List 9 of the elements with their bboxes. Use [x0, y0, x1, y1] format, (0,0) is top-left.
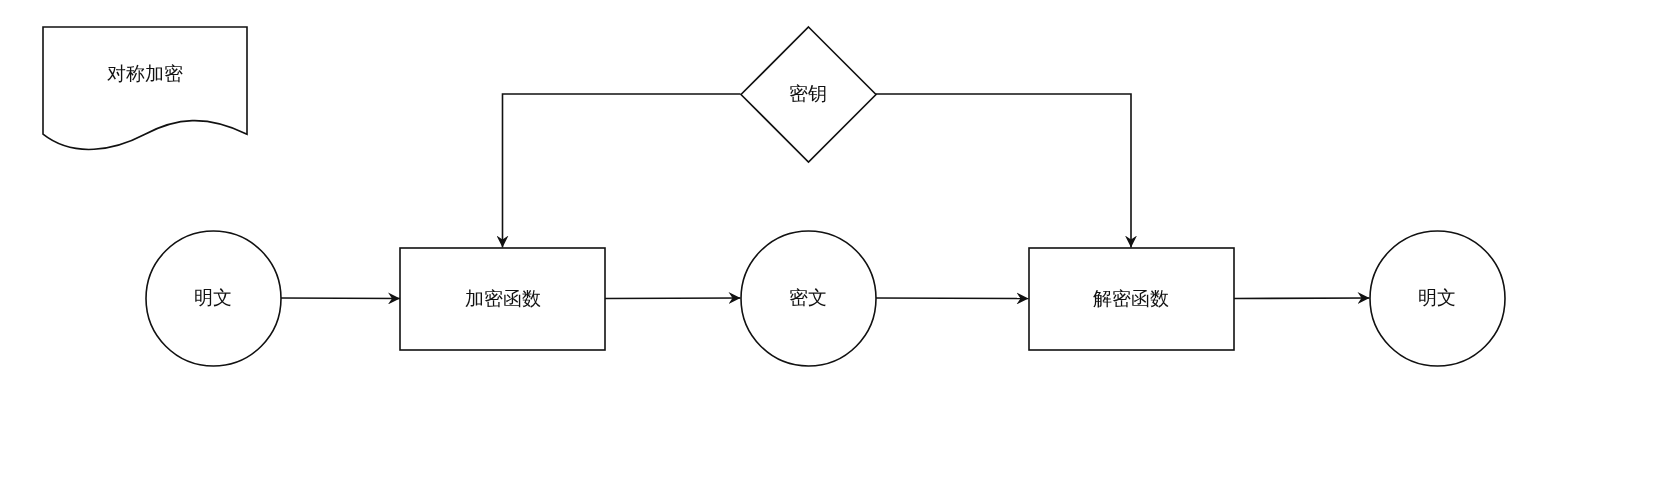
node-label: 明文: [193, 285, 233, 310]
node-label: 明文: [1417, 285, 1457, 310]
node-label: 解密函数: [1092, 285, 1170, 311]
node-label: 密文: [788, 285, 828, 310]
node-label: 对称加密: [106, 61, 184, 86]
arrow: [874, 93, 1137, 249]
arrow: [496, 93, 742, 249]
node-label: 加密函数: [463, 285, 542, 311]
node-label: 密钥: [788, 81, 828, 106]
